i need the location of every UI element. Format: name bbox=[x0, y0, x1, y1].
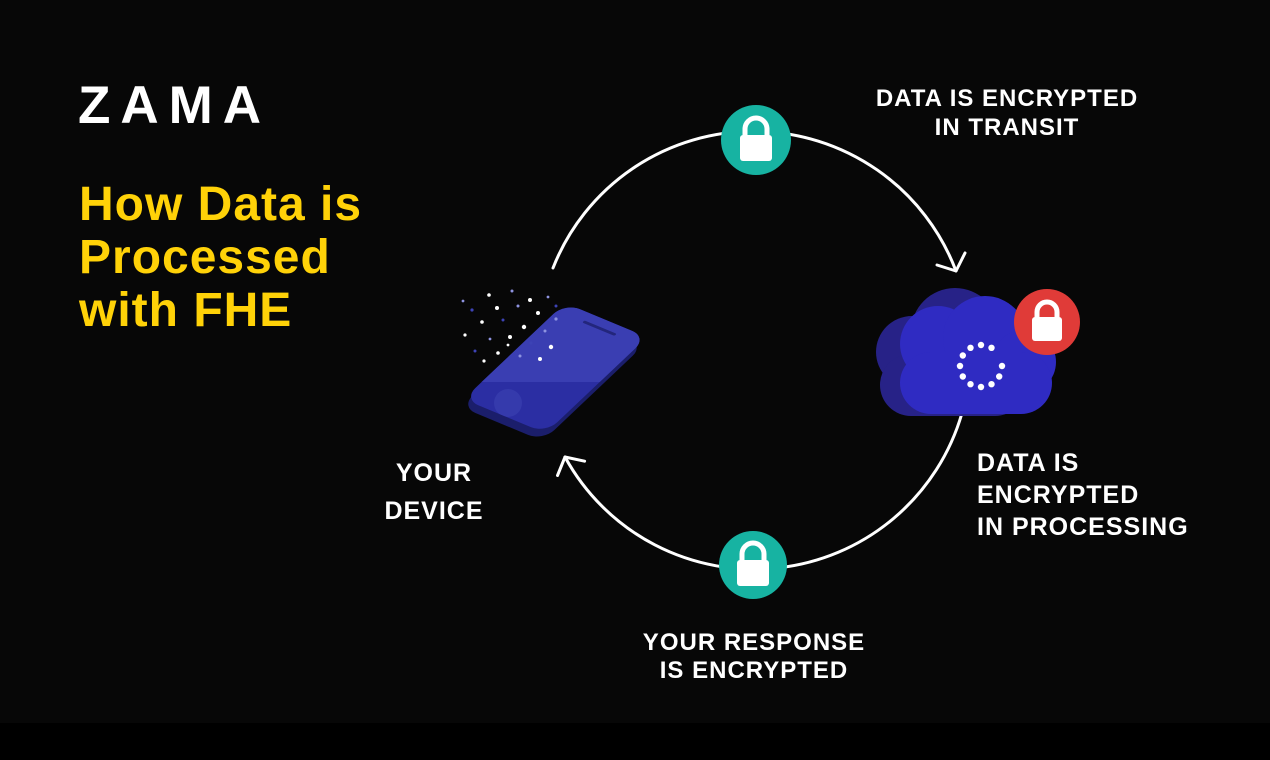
phone-screen-highlight bbox=[463, 303, 648, 382]
particle-dot bbox=[470, 308, 474, 312]
particle-dot bbox=[495, 306, 499, 310]
particle-dot bbox=[518, 354, 522, 358]
particle-dot bbox=[554, 317, 558, 321]
particle-dot bbox=[516, 304, 520, 308]
spinner-dot bbox=[988, 381, 995, 388]
spinner-dot bbox=[959, 373, 966, 380]
label-data-encrypted-in-transit: DATA IS ENCRYPTED IN TRANSIT bbox=[876, 84, 1138, 142]
processing-lock-badge bbox=[1014, 289, 1080, 355]
arrowhead-to-device-icon bbox=[556, 455, 587, 477]
padlock-icon bbox=[740, 115, 772, 161]
label-line: ENCRYPTED bbox=[977, 481, 1140, 509]
label-line: DATA IS bbox=[977, 449, 1080, 477]
spinner-dot bbox=[977, 341, 985, 349]
particle-dot bbox=[461, 299, 465, 303]
particle-dot bbox=[528, 298, 532, 302]
particle-dot bbox=[538, 357, 542, 361]
label-line: IS ENCRYPTED bbox=[659, 657, 849, 684]
spinner-dot bbox=[977, 383, 985, 391]
label-line: IN PROCESSING bbox=[977, 513, 1189, 541]
label-line: IN TRANSIT bbox=[934, 114, 1080, 141]
label-your-device: YOUR DEVICE bbox=[384, 454, 483, 530]
title-line: with FHE bbox=[79, 284, 293, 337]
label-your-response-is-encrypted: YOUR RESPONSE IS ENCRYPTED bbox=[643, 629, 865, 685]
particle-dot bbox=[501, 318, 505, 322]
label-line: DATA IS ENCRYPTED bbox=[875, 85, 1139, 112]
transit-lock-badge bbox=[721, 105, 791, 175]
label-line: DEVICE bbox=[384, 497, 484, 525]
label-data-encrypted-in-processing: DATA IS ENCRYPTED IN PROCESSING bbox=[977, 447, 1189, 543]
spinner-dot bbox=[959, 352, 966, 359]
padlock-icon bbox=[737, 540, 769, 586]
spinner-dot bbox=[967, 381, 974, 388]
spinner-dot bbox=[998, 362, 1006, 370]
particle-dot bbox=[496, 351, 500, 355]
letterbox-band bbox=[0, 723, 1270, 760]
spinner-dot bbox=[956, 362, 964, 370]
page-title: How Data is Processed with FHE bbox=[79, 178, 362, 337]
particles bbox=[461, 289, 558, 363]
processing-spinner bbox=[956, 341, 1006, 391]
particle-dot bbox=[482, 359, 486, 363]
particle-dot bbox=[508, 335, 512, 339]
label-line: YOUR bbox=[395, 459, 473, 487]
particle-dot bbox=[510, 289, 514, 293]
particle-dot bbox=[521, 324, 527, 330]
particle-dot bbox=[546, 295, 550, 299]
particle-dot bbox=[463, 333, 467, 337]
particle-dot bbox=[554, 304, 558, 308]
particle-dot bbox=[488, 337, 492, 341]
particle-dot bbox=[536, 311, 540, 315]
particle-dot bbox=[480, 320, 484, 324]
smartphone-illustration bbox=[463, 303, 648, 437]
particle-dot bbox=[529, 341, 533, 345]
spinner-dot bbox=[996, 373, 1003, 380]
zama-logo: ZAMA bbox=[78, 76, 272, 135]
title-line: Processed bbox=[79, 231, 331, 284]
phone-speaker-line bbox=[582, 320, 617, 336]
spinner-dot bbox=[967, 344, 974, 351]
response-lock-badge bbox=[719, 531, 787, 599]
arrowhead-to-cloud-icon bbox=[935, 251, 967, 273]
particle-dot bbox=[506, 343, 510, 347]
title-line: How Data is bbox=[79, 178, 363, 231]
phone-screen-circle bbox=[494, 389, 522, 417]
particle-dot bbox=[473, 349, 477, 353]
spinner-dot bbox=[988, 344, 995, 351]
particle-dot bbox=[548, 344, 554, 350]
particle-dot bbox=[543, 329, 547, 333]
particle-dot bbox=[487, 293, 491, 297]
padlock-icon bbox=[1032, 299, 1062, 341]
label-line: YOUR RESPONSE bbox=[642, 629, 866, 656]
